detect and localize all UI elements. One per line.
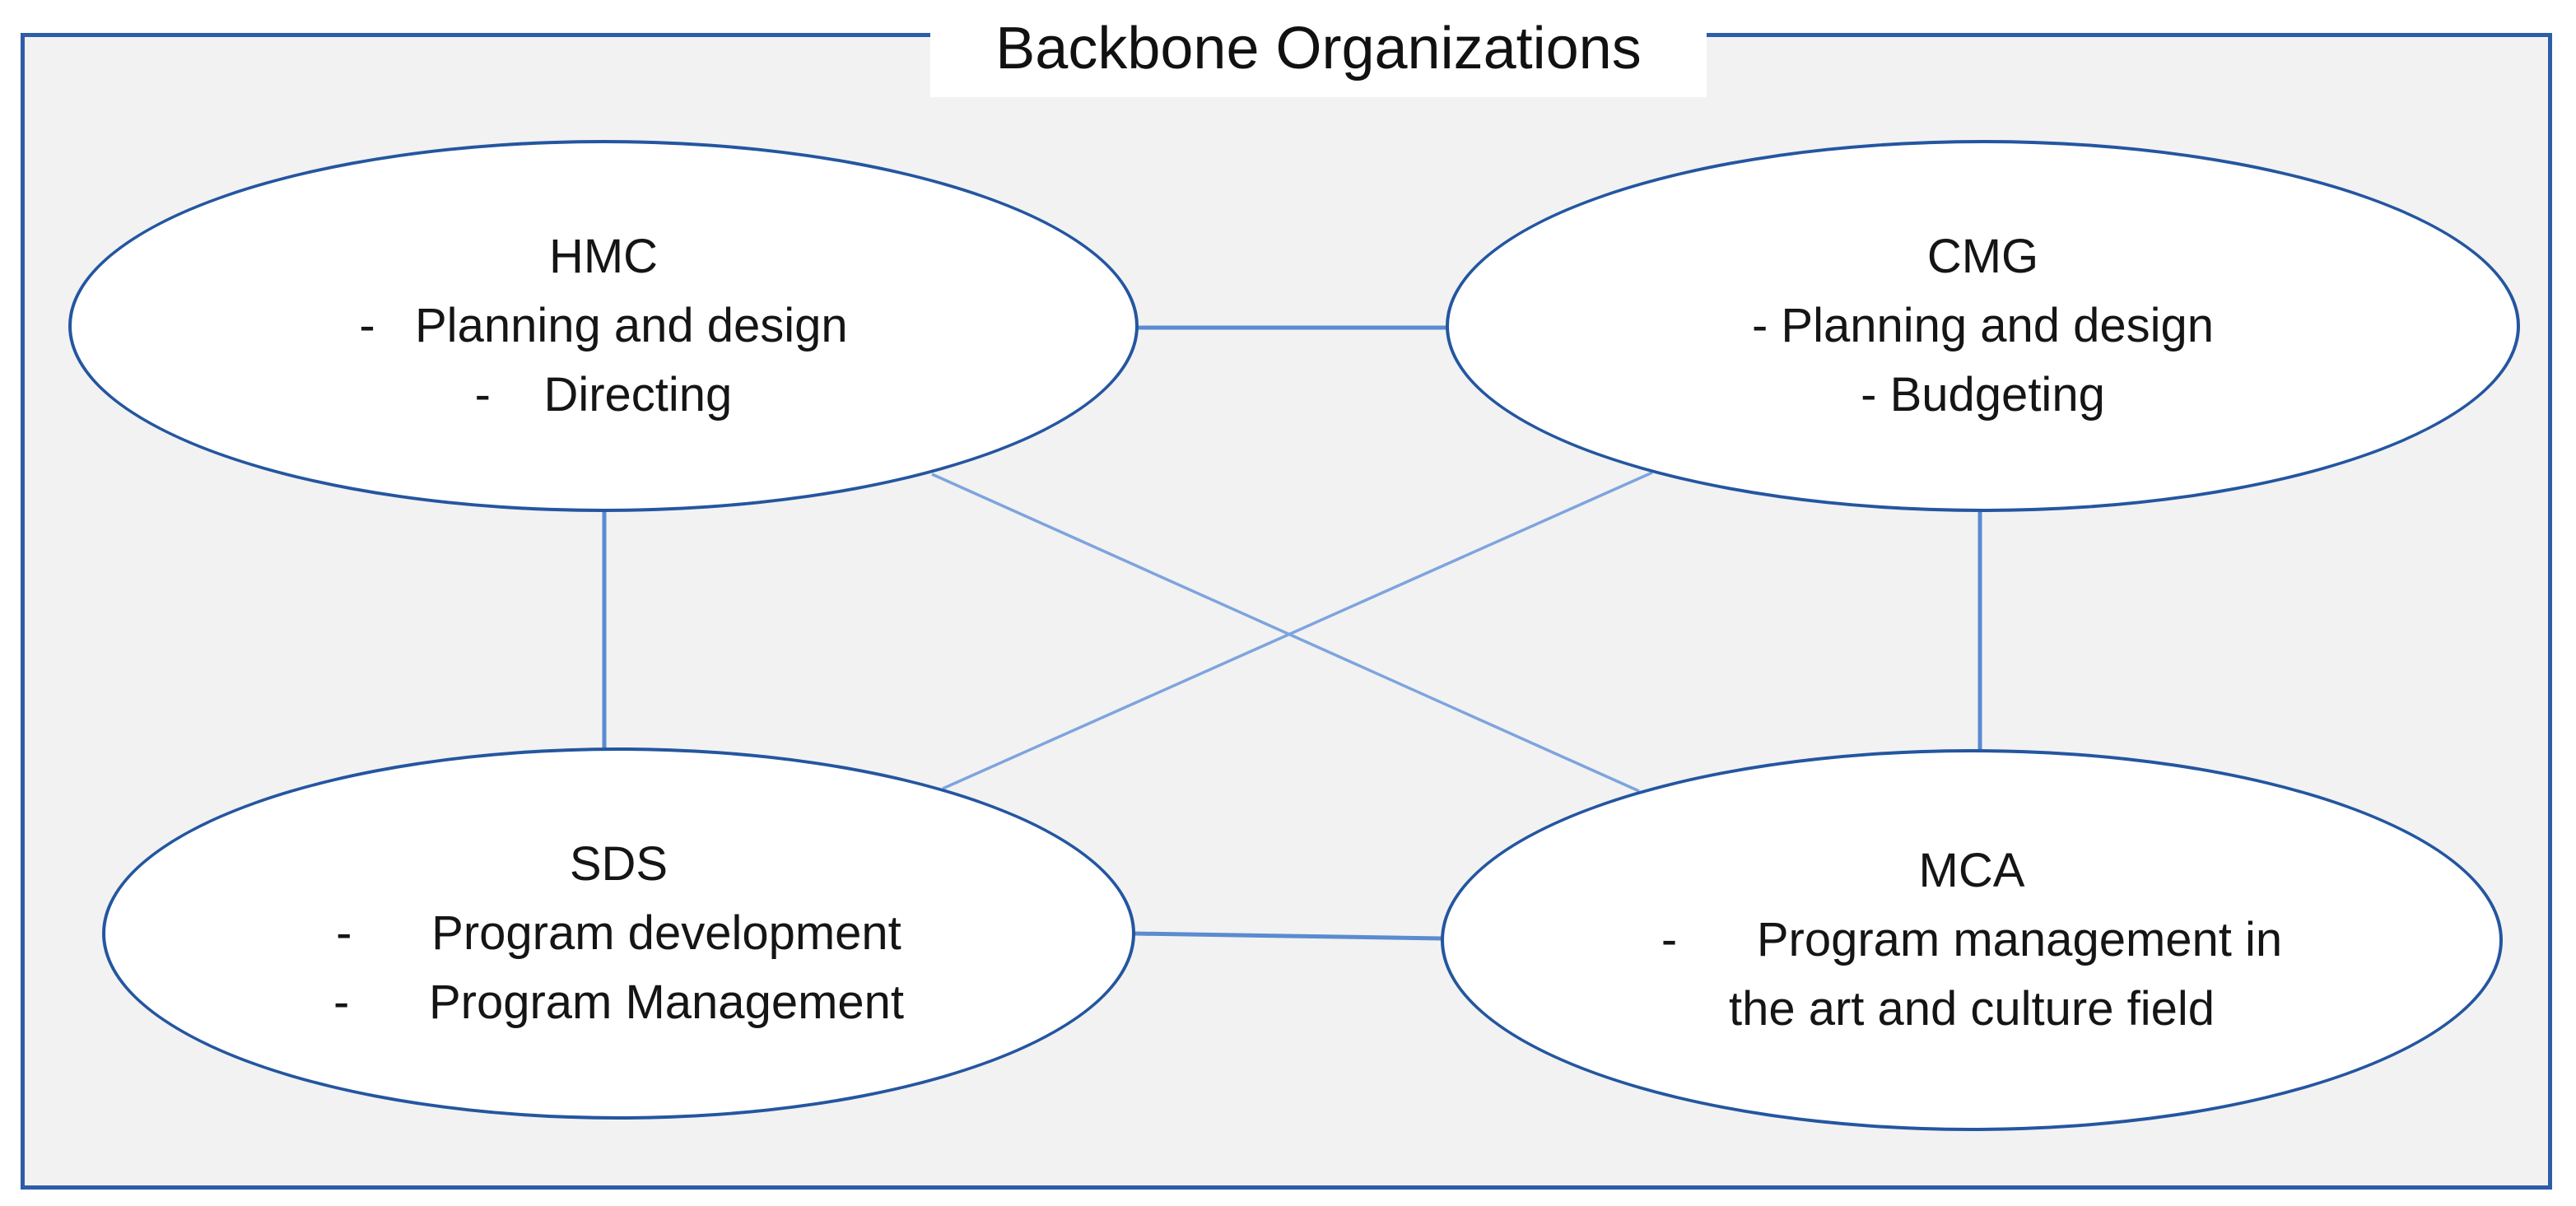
diagram-title: Backbone Organizations [995,16,1642,81]
node-hmc-bullet-2: - Directing [474,368,733,421]
node-mca-bullet-2: the art and culture field [1728,982,2215,1036]
node-hmc-title: HMC [548,230,659,283]
node-mca-title: MCA [1918,844,2025,897]
node-hmc-bullet-1: - Planning and design [359,299,848,352]
connector-hmc-mca [931,473,1640,793]
node-hmc: HMC - Planning and design - Directing [68,140,1139,512]
node-sds-title: SDS [569,837,668,891]
node-cmg-bullet-2: - Budgeting [1861,368,2105,421]
node-sds: SDS - Program development - Program Mana… [102,747,1135,1120]
node-cmg-bullet-1: - Planning and design [1751,299,2215,352]
node-mca: MCA - Program management in the art and … [1441,749,2503,1131]
connector-sds-cmg [942,471,1653,790]
node-sds-bullet-2: - Program Management [333,976,905,1029]
node-mca-bullet-1: - Program management in [1661,913,2283,966]
diagram-title-box: Backbone Organizations [930,0,1707,97]
node-sds-bullet-1: - Program development [336,906,901,960]
node-cmg-title: CMG [1926,230,2039,283]
node-cmg: CMG - Planning and design - Budgeting [1446,140,2520,512]
connector-sds-mca [1134,931,1442,941]
